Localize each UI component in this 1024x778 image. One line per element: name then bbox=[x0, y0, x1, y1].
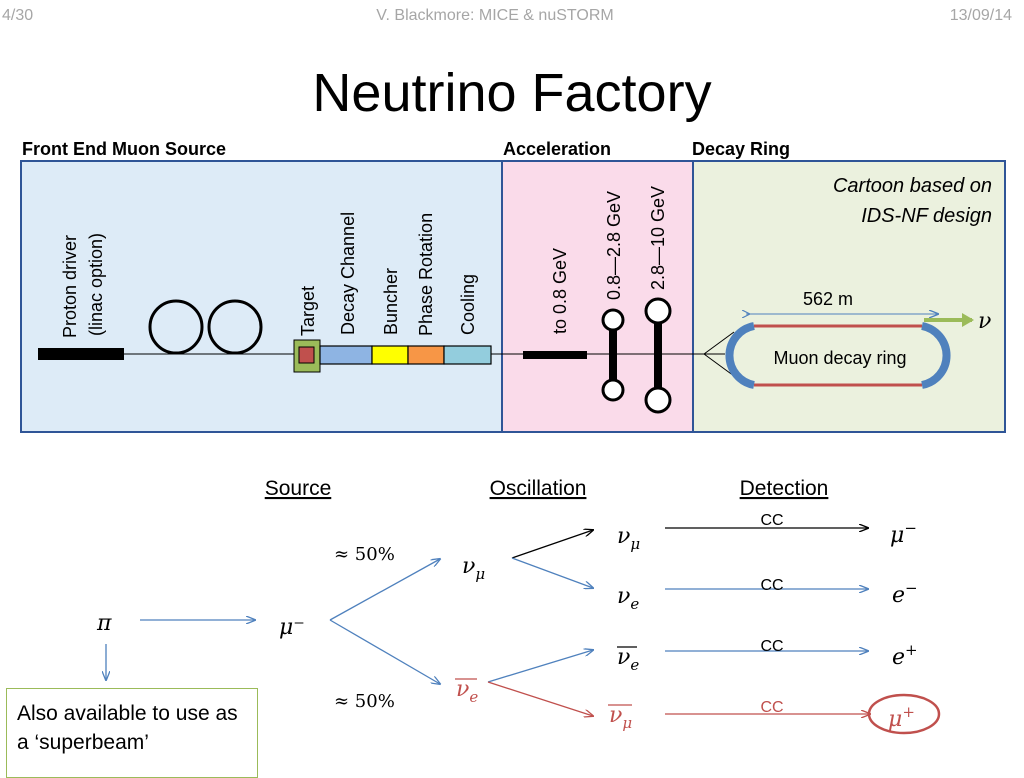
phase-rotation-label: Phase Rotation bbox=[416, 213, 436, 336]
section-acceleration: Acceleration bbox=[503, 139, 612, 159]
proton-driver-sublabel: (linac option) bbox=[86, 233, 106, 336]
fraction-upper: ≈ 50% bbox=[334, 544, 395, 565]
arrow-numu-to-nue bbox=[511, 557, 593, 588]
rla1-bottom-arc bbox=[601, 378, 625, 402]
pi-symbol: π bbox=[96, 611, 112, 636]
mu-minus-symbol: μ⁻ bbox=[279, 615, 305, 640]
buncher-block bbox=[371, 345, 409, 365]
arrow-nuebar-to-nuebar bbox=[487, 650, 593, 683]
det-mu-plus-highlight bbox=[867, 693, 941, 735]
accel-stage3-label: 2.8—10 GeV bbox=[648, 186, 668, 290]
proton-driver-label: Proton driver bbox=[60, 235, 80, 338]
heading-oscillation: Oscillation bbox=[490, 477, 587, 500]
arrow-nuebar-to-numubar bbox=[487, 681, 593, 716]
slide-number: 4/30 bbox=[2, 7, 34, 24]
muon-decay-ring-label: Muon decay ring bbox=[773, 348, 906, 368]
det-mu-minus: μ− bbox=[890, 519, 917, 548]
section-front-end: Front End Muon Source bbox=[22, 139, 226, 159]
linac-bar bbox=[523, 351, 587, 359]
synchrotron-ring-1 bbox=[148, 299, 204, 355]
cc-label-3: CC bbox=[760, 638, 783, 655]
arrow-mu-to-numu bbox=[329, 559, 440, 621]
decay-channel-label: Decay Channel bbox=[338, 212, 358, 335]
cc-label-4: CC bbox=[760, 699, 783, 716]
front-end-panel bbox=[20, 160, 503, 433]
heading-detection: Detection bbox=[740, 477, 829, 500]
source-nu-mu: νμ bbox=[462, 554, 485, 583]
transfer-line bbox=[703, 331, 735, 377]
superbeam-note: Also available to use as a ‘superbeam’ bbox=[6, 688, 258, 778]
synchrotron-ring-2 bbox=[207, 299, 263, 355]
proton-driver-bar bbox=[38, 348, 124, 360]
slide-date: 13/09/14 bbox=[949, 7, 1012, 24]
neutrino-symbol: ν bbox=[978, 309, 991, 334]
section-decay-ring: Decay Ring bbox=[692, 139, 791, 159]
fraction-lower: ≈ 50% bbox=[334, 691, 395, 712]
phase-rotation-block bbox=[407, 345, 445, 365]
cooling-label: Cooling bbox=[458, 274, 478, 335]
osc-nubar-mu: νμ bbox=[609, 703, 632, 732]
slide-author: V. Blackmore: MICE & nuSTORM bbox=[376, 7, 614, 24]
osc-nubar-e: νe bbox=[617, 645, 639, 674]
ring-arc-left bbox=[725, 322, 755, 389]
source-nubar-e: νe bbox=[456, 677, 478, 706]
accel-stage1-label: to 0.8 GeV bbox=[550, 248, 570, 334]
arrow-numu-to-numu bbox=[511, 530, 593, 559]
det-e-minus: e− bbox=[892, 579, 918, 608]
arrow-mu-to-nuebar bbox=[329, 619, 440, 684]
rla2-bottom-arc bbox=[644, 386, 672, 414]
decay-channel-block bbox=[319, 345, 373, 365]
rla1-top-arc bbox=[601, 308, 625, 332]
buncher-label: Buncher bbox=[381, 268, 401, 335]
accel-stage2-label: 0.8—2.8 GeV bbox=[604, 191, 624, 300]
det-mu-plus: μ+ bbox=[888, 703, 915, 732]
cc-label-2: CC bbox=[760, 577, 783, 594]
det-e-plus: e+ bbox=[892, 641, 918, 670]
decay-ring-panel bbox=[692, 160, 1006, 433]
target-core bbox=[298, 346, 315, 364]
cooling-block bbox=[443, 345, 492, 365]
cartoon-note-line2: IDS-NF design bbox=[861, 205, 992, 227]
rla2-top-arc bbox=[644, 297, 672, 325]
target-label: Target bbox=[298, 286, 318, 336]
osc-nu-e: νe bbox=[617, 584, 639, 613]
cc-label-1: CC bbox=[760, 512, 783, 529]
cartoon-note-line1: Cartoon based on bbox=[833, 175, 992, 197]
heading-source: Source bbox=[265, 477, 332, 500]
ring-length-label: 562 m bbox=[803, 289, 853, 309]
slide-title: Neutrino Factory bbox=[312, 63, 712, 123]
osc-nu-mu: νμ bbox=[617, 524, 640, 553]
ring-arc-right bbox=[921, 322, 951, 389]
